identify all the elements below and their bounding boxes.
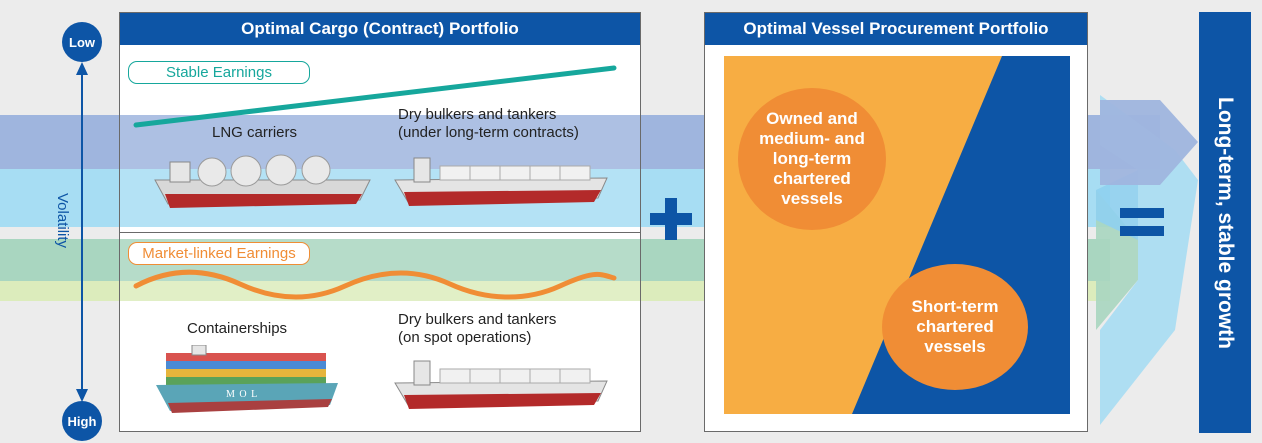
plus-operator <box>650 198 692 240</box>
dry-long-term-label: Dry bulkers and tankers (under long-term… <box>398 106 579 141</box>
containerships-label: Containerships <box>187 320 288 337</box>
volatility-low-badge: Low <box>62 22 102 62</box>
dry-bulker-long-term-ship <box>394 157 608 206</box>
market-earnings-wave <box>133 269 617 300</box>
container-hull-label: M O L <box>226 389 259 400</box>
owned-chartered-circle: Owned and medium- and long-term chartere… <box>738 88 886 230</box>
equals-operator <box>1120 208 1164 236</box>
vessel-panel-title: Optimal Vessel Procurement Portfolio <box>705 13 1087 45</box>
volatility-axis-arrow <box>76 62 88 402</box>
stable-earnings-line <box>133 65 617 128</box>
volatility-high-label: High <box>67 413 97 429</box>
short-term-circle: Short-term chartered vessels <box>882 264 1028 390</box>
cargo-panel-title: Optimal Cargo (Contract) Portfolio <box>120 13 640 45</box>
dry-bulker-spot-ship <box>394 360 608 409</box>
market-linked-earnings-pill: Market-linked Earnings <box>128 242 310 265</box>
dry-spot-label: Dry bulkers and tankers (on spot operati… <box>398 311 557 346</box>
containership: M O L <box>152 345 340 417</box>
owned-chartered-text: Owned and medium- and long-term chartere… <box>759 109 865 208</box>
cargo-panel-divider <box>120 232 640 233</box>
volatility-label: Volatility <box>54 193 71 249</box>
stable-earnings-pill: Stable Earnings <box>128 61 310 84</box>
result-text: Long-term, stable growth <box>1214 96 1237 349</box>
volatility-low-label: Low <box>69 34 95 50</box>
result-bar: Long-term, stable growth <box>1199 12 1251 433</box>
short-term-text: Short-term chartered vessels <box>911 297 999 356</box>
lng-carrier-ship <box>154 154 371 208</box>
lng-carriers-label: LNG carriers <box>212 124 298 141</box>
volatility-high-badge: High <box>62 401 102 441</box>
